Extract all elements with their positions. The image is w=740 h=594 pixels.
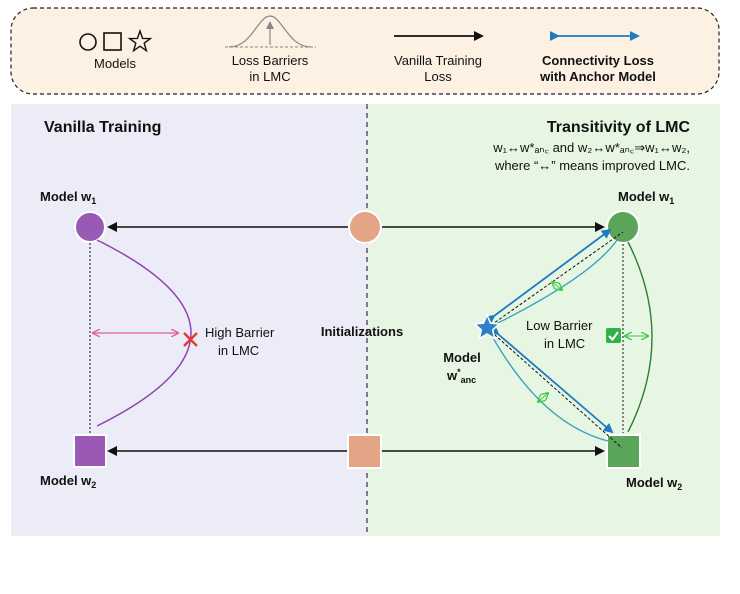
legend: Models Loss Barriers in LMC Vanilla Trai… — [10, 7, 720, 95]
barrier-curve-icon — [228, 15, 312, 48]
legend-vanilla-line1: Vanilla Training — [394, 53, 482, 68]
legend-loss-barriers-line1: Loss Barriers — [232, 53, 309, 68]
legend-loss-barriers-line2: in LMC — [249, 69, 290, 84]
anchor-model-star — [472, 313, 502, 341]
anchor-w2-connectivity-arrow — [488, 324, 614, 434]
right-model-w2-sub: 2 — [677, 482, 682, 492]
legend-vanilla-line2: Loss — [424, 69, 452, 84]
init-label: Initializations — [321, 324, 403, 339]
anchor-label-line2: w*anc — [446, 367, 476, 385]
legend-model-shapes: Models — [79, 28, 153, 71]
initializations: Initializations — [107, 210, 605, 469]
right-barrier-line1: Low Barrier — [526, 318, 593, 333]
right-model-w1-label: Model w1 — [618, 189, 674, 206]
left-model-w2-square — [73, 434, 107, 468]
left-barrier-line2: in LMC — [218, 343, 259, 358]
legend-box — [10, 7, 720, 95]
left-model-w2-label: Model w2 — [40, 473, 96, 490]
anchor-label-sub: anc — [461, 375, 477, 385]
left-model-w2-text: Model w — [40, 473, 92, 488]
star-icon — [127, 28, 153, 53]
anchor-label-w: w — [446, 368, 458, 383]
init-circle — [348, 210, 382, 244]
check-icon — [606, 328, 621, 343]
left-model-w1-text: Model w — [40, 189, 92, 204]
left-model-w1-sub: 1 — [91, 196, 96, 206]
right-barrier-line2: in LMC — [544, 336, 585, 351]
anchor-label-line1: Model — [443, 350, 481, 365]
right-model-w1-sub: 1 — [669, 196, 674, 206]
left-model-w1-label: Model w1 — [40, 189, 96, 206]
init-square — [347, 434, 382, 469]
right-panel-title: Transitivity of LMC — [547, 119, 691, 136]
right-formula-line2: where “↔” means improved LMC. — [494, 158, 690, 173]
red-x-icon — [183, 332, 198, 347]
left-panel: Vanilla Training Model w1 High Barrier i… — [40, 119, 275, 490]
anchor-w1-barrier-mark — [552, 282, 562, 290]
legend-models-label: Models — [94, 56, 136, 71]
circle-icon — [79, 33, 97, 51]
anchor-w1-connectivity-arrow — [484, 228, 612, 325]
right-formula-line1: w₁↔w*ₐₙ꜀ and w₂↔w*ₐₙ꜀⇒w₁↔w₂, — [492, 140, 690, 155]
left-model-w2-sub: 2 — [91, 480, 96, 490]
right-model-w2-square — [606, 434, 641, 469]
right-panel: Transitivity of LMC w₁↔w*ₐₙ꜀ and w₂↔w*ₐₙ… — [443, 119, 690, 492]
legend-connectivity-line1: Connectivity Loss — [542, 53, 654, 68]
right-w1-w2-curve — [627, 241, 653, 433]
legend-loss-barrier: Loss Barriers in LMC — [225, 15, 316, 84]
left-model-w1-circle — [74, 211, 106, 243]
legend-connectivity-loss: Connectivity Loss with Anchor Model — [539, 31, 656, 84]
anchor-label-sup: * — [457, 367, 461, 377]
square-icon — [103, 32, 122, 51]
left-panel-title: Vanilla Training — [44, 119, 161, 136]
right-model-w2-label: Model w2 — [626, 475, 682, 492]
legend-vanilla-loss: Vanilla Training Loss — [394, 31, 484, 84]
left-barrier-line1: High Barrier — [205, 325, 275, 340]
right-model-w2-text: Model w — [626, 475, 678, 490]
right-model-w1-circle — [606, 210, 640, 244]
right-model-w1-text: Model w — [618, 189, 670, 204]
left-high-barrier-curve — [96, 239, 192, 427]
anchor-w2-barrier-mark — [538, 393, 548, 402]
legend-connectivity-line2: with Anchor Model — [539, 69, 656, 84]
